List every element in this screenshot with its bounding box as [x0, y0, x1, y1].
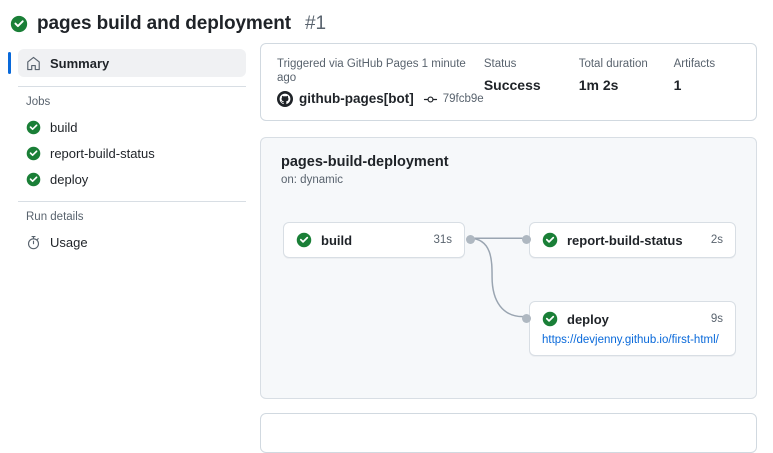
job-graph: build 31s report-build-stat [261, 138, 756, 398]
job-node-deploy[interactable]: deploy 9s https://devjenny.github.io/fir… [529, 301, 736, 356]
main-content: Triggered via GitHub Pages 1 minute ago … [260, 40, 773, 453]
duration-label: Total duration [578, 58, 648, 70]
job-node-duration: 2s [710, 234, 723, 246]
duration-column: Total duration 1m 2s [579, 57, 674, 94]
trigger-actor: github-pages[bot] 79fcb9e [277, 90, 484, 108]
check-circle-icon [542, 311, 558, 327]
sidebar: Summary Jobs build report-build-status [0, 40, 260, 255]
sidebar-job-label: build [50, 119, 78, 135]
sidebar-item-label: Summary [50, 55, 110, 71]
job-node-label: build [321, 232, 353, 248]
node-port-deploy-in [522, 314, 531, 323]
job-node-duration: 9s [710, 313, 723, 325]
status-label: Status [483, 58, 517, 70]
job-node-build[interactable]: build 31s [283, 222, 465, 258]
sidebar-job-label: deploy [50, 171, 89, 187]
sidebar-item-usage[interactable]: Usage [18, 229, 246, 255]
page-title: pages build and deployment [37, 12, 291, 34]
workflow-graph-card: pages-build-deployment on: dynamic [260, 137, 757, 399]
github-avatar-icon [277, 91, 293, 107]
sidebar-run-detail-label: Usage [50, 234, 88, 250]
job-node-duration: 31s [433, 234, 452, 246]
status-column: Status Success [484, 57, 579, 94]
node-port-report-build-status-in [522, 235, 531, 244]
sidebar-divider-2 [18, 201, 246, 202]
sidebar-item-report-build-status[interactable]: report-build-status [18, 140, 246, 166]
sidebar-group-jobs: Jobs [26, 96, 51, 108]
sidebar-job-label: report-build-status [50, 145, 155, 161]
trigger-label: Triggered via GitHub Pages 1 minute ago [277, 58, 466, 84]
status-value: Success [483, 77, 541, 93]
job-node-label: report-build-status [567, 232, 683, 248]
job-node-report-build-status[interactable]: report-build-status 2s [529, 222, 736, 258]
check-circle-icon [10, 15, 28, 33]
check-circle-icon [26, 172, 41, 187]
stopwatch-icon [26, 235, 41, 250]
check-circle-icon [26, 146, 41, 161]
next-section-card [260, 413, 757, 453]
job-node-label: deploy [567, 311, 609, 327]
node-port-build-out [466, 235, 475, 244]
sidebar-divider-1 [18, 86, 246, 87]
workflow-trigger: on: dynamic [281, 174, 344, 186]
run-info-card: Triggered via GitHub Pages 1 minute ago … [260, 43, 757, 121]
check-circle-icon [296, 232, 312, 248]
commit-sha[interactable]: 79fcb9e [442, 93, 484, 105]
sidebar-item-build[interactable]: build [18, 114, 246, 140]
duration-value: 1m 2s [578, 77, 619, 93]
home-icon [26, 56, 41, 71]
check-circle-icon [542, 232, 558, 248]
sidebar-group-run-details: Run details [26, 211, 84, 223]
page-body: Summary Jobs build report-build-status [0, 40, 773, 453]
page-header: pages build and deployment #1 [0, 0, 773, 40]
run-number: #1 [304, 12, 327, 34]
artifacts-value: 1 [673, 77, 682, 93]
graph-edges [469, 237, 523, 318]
sidebar-item-deploy[interactable]: deploy [18, 166, 246, 192]
check-circle-icon [26, 120, 41, 135]
trigger-column: Triggered via GitHub Pages 1 minute ago … [277, 57, 484, 108]
commit-icon [423, 92, 438, 107]
actor-name: github-pages[bot] [299, 91, 414, 106]
sidebar-item-summary[interactable]: Summary [8, 49, 246, 77]
artifacts-label: Artifacts [673, 58, 716, 70]
workflow-name: pages-build-deployment [281, 154, 449, 170]
deployment-url-link[interactable]: https://devjenny.github.io/first-html/ [542, 334, 719, 346]
artifacts-column: Artifacts 1 [674, 57, 740, 94]
